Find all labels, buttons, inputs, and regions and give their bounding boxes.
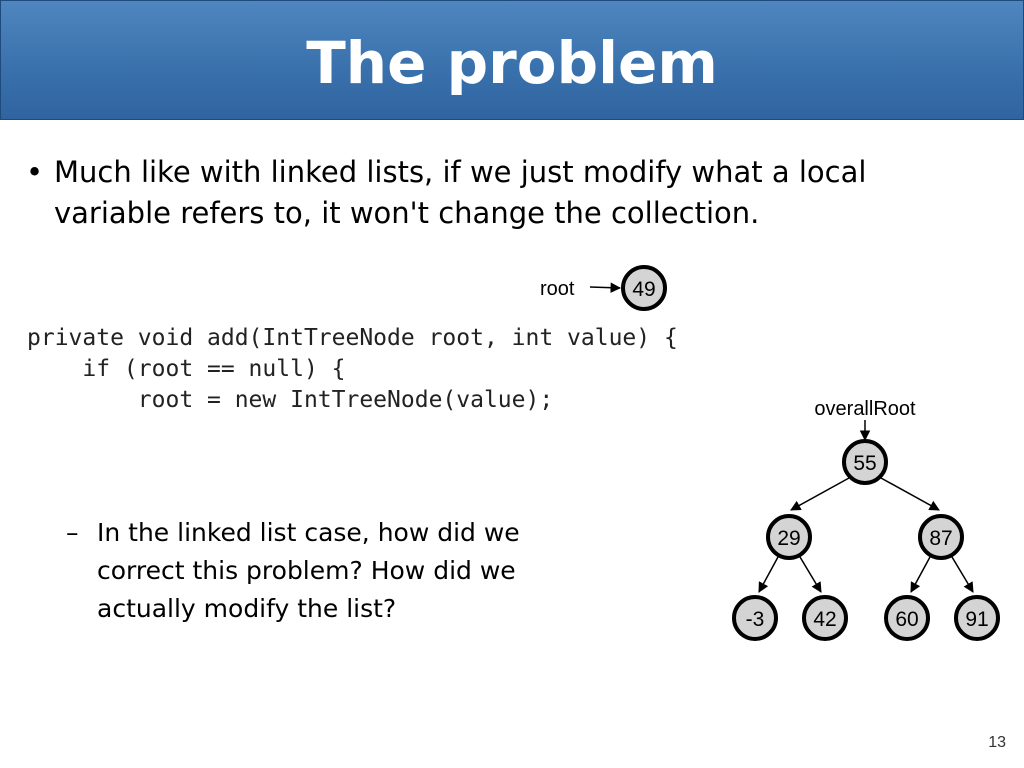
tree-node: 87 — [918, 514, 964, 560]
svg-text:60: 60 — [895, 608, 918, 631]
svg-text:29: 29 — [777, 527, 800, 550]
code-line: if (root == null) { — [27, 356, 346, 382]
slide-title: The problem — [306, 29, 718, 97]
svg-text:-3: -3 — [746, 608, 765, 631]
tree-node: 91 — [954, 595, 1000, 641]
root-node: 49 — [621, 265, 667, 311]
tree-edge — [910, 556, 931, 593]
svg-text:55: 55 — [853, 452, 876, 475]
tree-node: 55 — [842, 439, 888, 485]
tree-edge — [758, 556, 779, 593]
bullet-text: Much like with linked lists, if we just … — [54, 155, 867, 230]
page-number: 13 — [988, 734, 1006, 751]
code-line: root = new IntTreeNode(value); — [27, 387, 554, 413]
root-arrow — [589, 282, 622, 293]
tree-edge — [799, 556, 822, 593]
root-label: root — [540, 278, 575, 300]
tree-node: 29 — [766, 514, 812, 560]
overall-root-label: overallRoot — [814, 398, 916, 420]
svg-text:42: 42 — [813, 608, 836, 631]
tree-node: 60 — [884, 595, 930, 641]
tree-edge — [951, 556, 974, 593]
svg-text:91: 91 — [965, 608, 988, 631]
title-bar — [0, 0, 1024, 120]
bullet-dot: • — [26, 155, 44, 189]
svg-text:87: 87 — [929, 527, 952, 550]
tree-node: -3 — [732, 595, 778, 641]
tree-edge — [880, 477, 940, 511]
sub-bullet-text: In the linked list case, how did we corr… — [97, 518, 520, 623]
code-line: private void add(IntTreeNode root, int v… — [27, 325, 678, 351]
tree-node: 42 — [802, 595, 848, 641]
code-block: private void add(IntTreeNode root, int v… — [27, 323, 678, 416]
root-node-value: 49 — [632, 278, 655, 301]
sub-bullet-dash: – — [66, 518, 79, 547]
tree-edge — [790, 477, 850, 511]
